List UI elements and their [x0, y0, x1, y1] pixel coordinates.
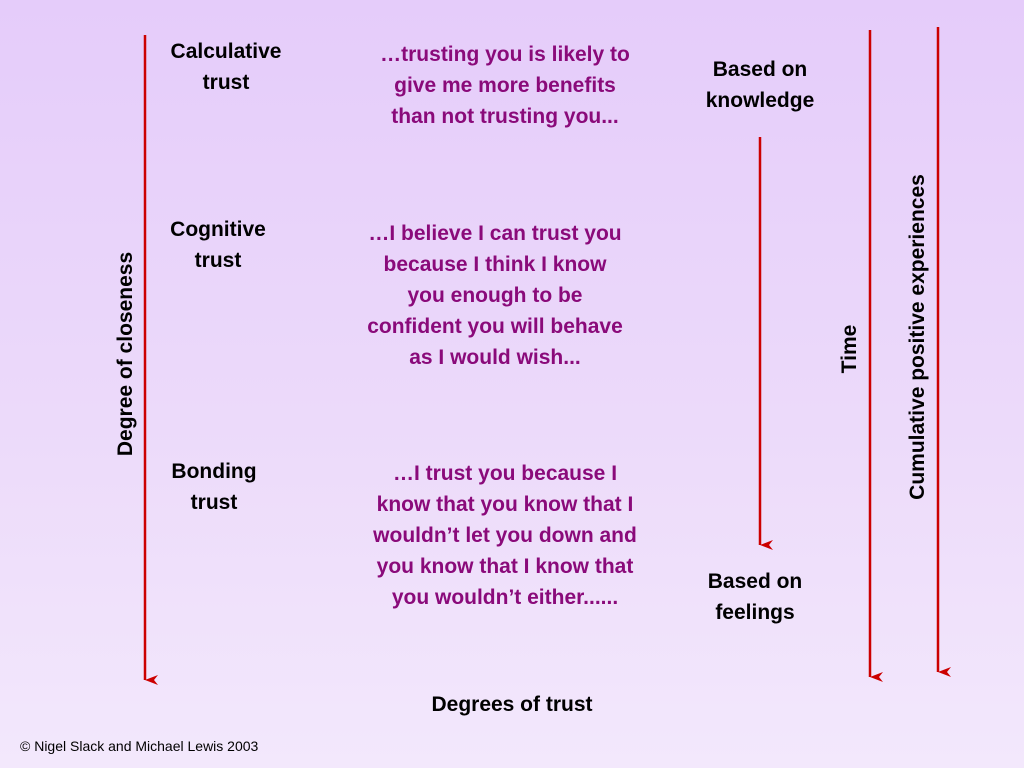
time-label: Time — [838, 324, 861, 374]
copyright-notice: © Nigel Slack and Michael Lewis 2003 — [20, 738, 259, 754]
bonding-trust-label: Bonding trust — [171, 460, 257, 514]
cumulative-positive-experiences-label: Cumulative positive experiences — [906, 174, 929, 500]
degree-of-closeness-label: Degree of closeness — [114, 251, 137, 457]
calculative-trust-label: Calculative trust — [170, 40, 282, 94]
based-on-feelings-label: Based on feelings — [707, 570, 803, 624]
bonding-trust-quote: …I trust you because I know that you kno… — [373, 462, 637, 609]
based-on-knowledge-label: Based on knowledge — [705, 58, 815, 112]
cognitive-trust-label: Cognitive trust — [170, 218, 266, 272]
degrees-of-trust-label: Degrees of trust — [431, 693, 593, 716]
cognitive-trust-quote: …I believe I can trust you because I thi… — [367, 222, 623, 369]
calculative-trust-quote: …trusting you is likely to give me more … — [380, 43, 630, 128]
